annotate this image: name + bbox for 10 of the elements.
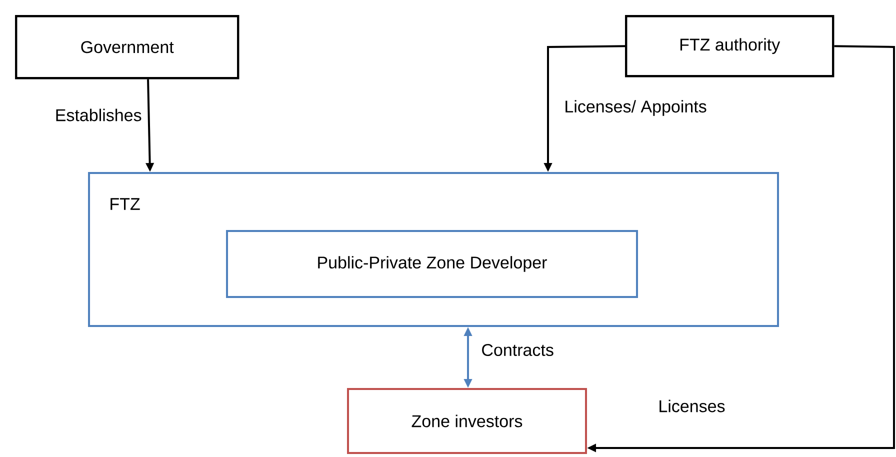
zone-box [88, 172, 779, 327]
edge-label: Establishes [54, 108, 143, 122]
process-box: Government [15, 15, 240, 80]
edge-label: Licenses [657, 398, 726, 414]
edge-label: Licenses/ Appoints [563, 99, 708, 117]
edge-label: Contracts [480, 342, 555, 357]
zone-heading: FTZ [110, 198, 140, 210]
process-box: FTZ authority [625, 15, 834, 78]
process-box: Zone investors [347, 388, 587, 454]
process-box: Public-Private Zone Developer [226, 230, 638, 298]
